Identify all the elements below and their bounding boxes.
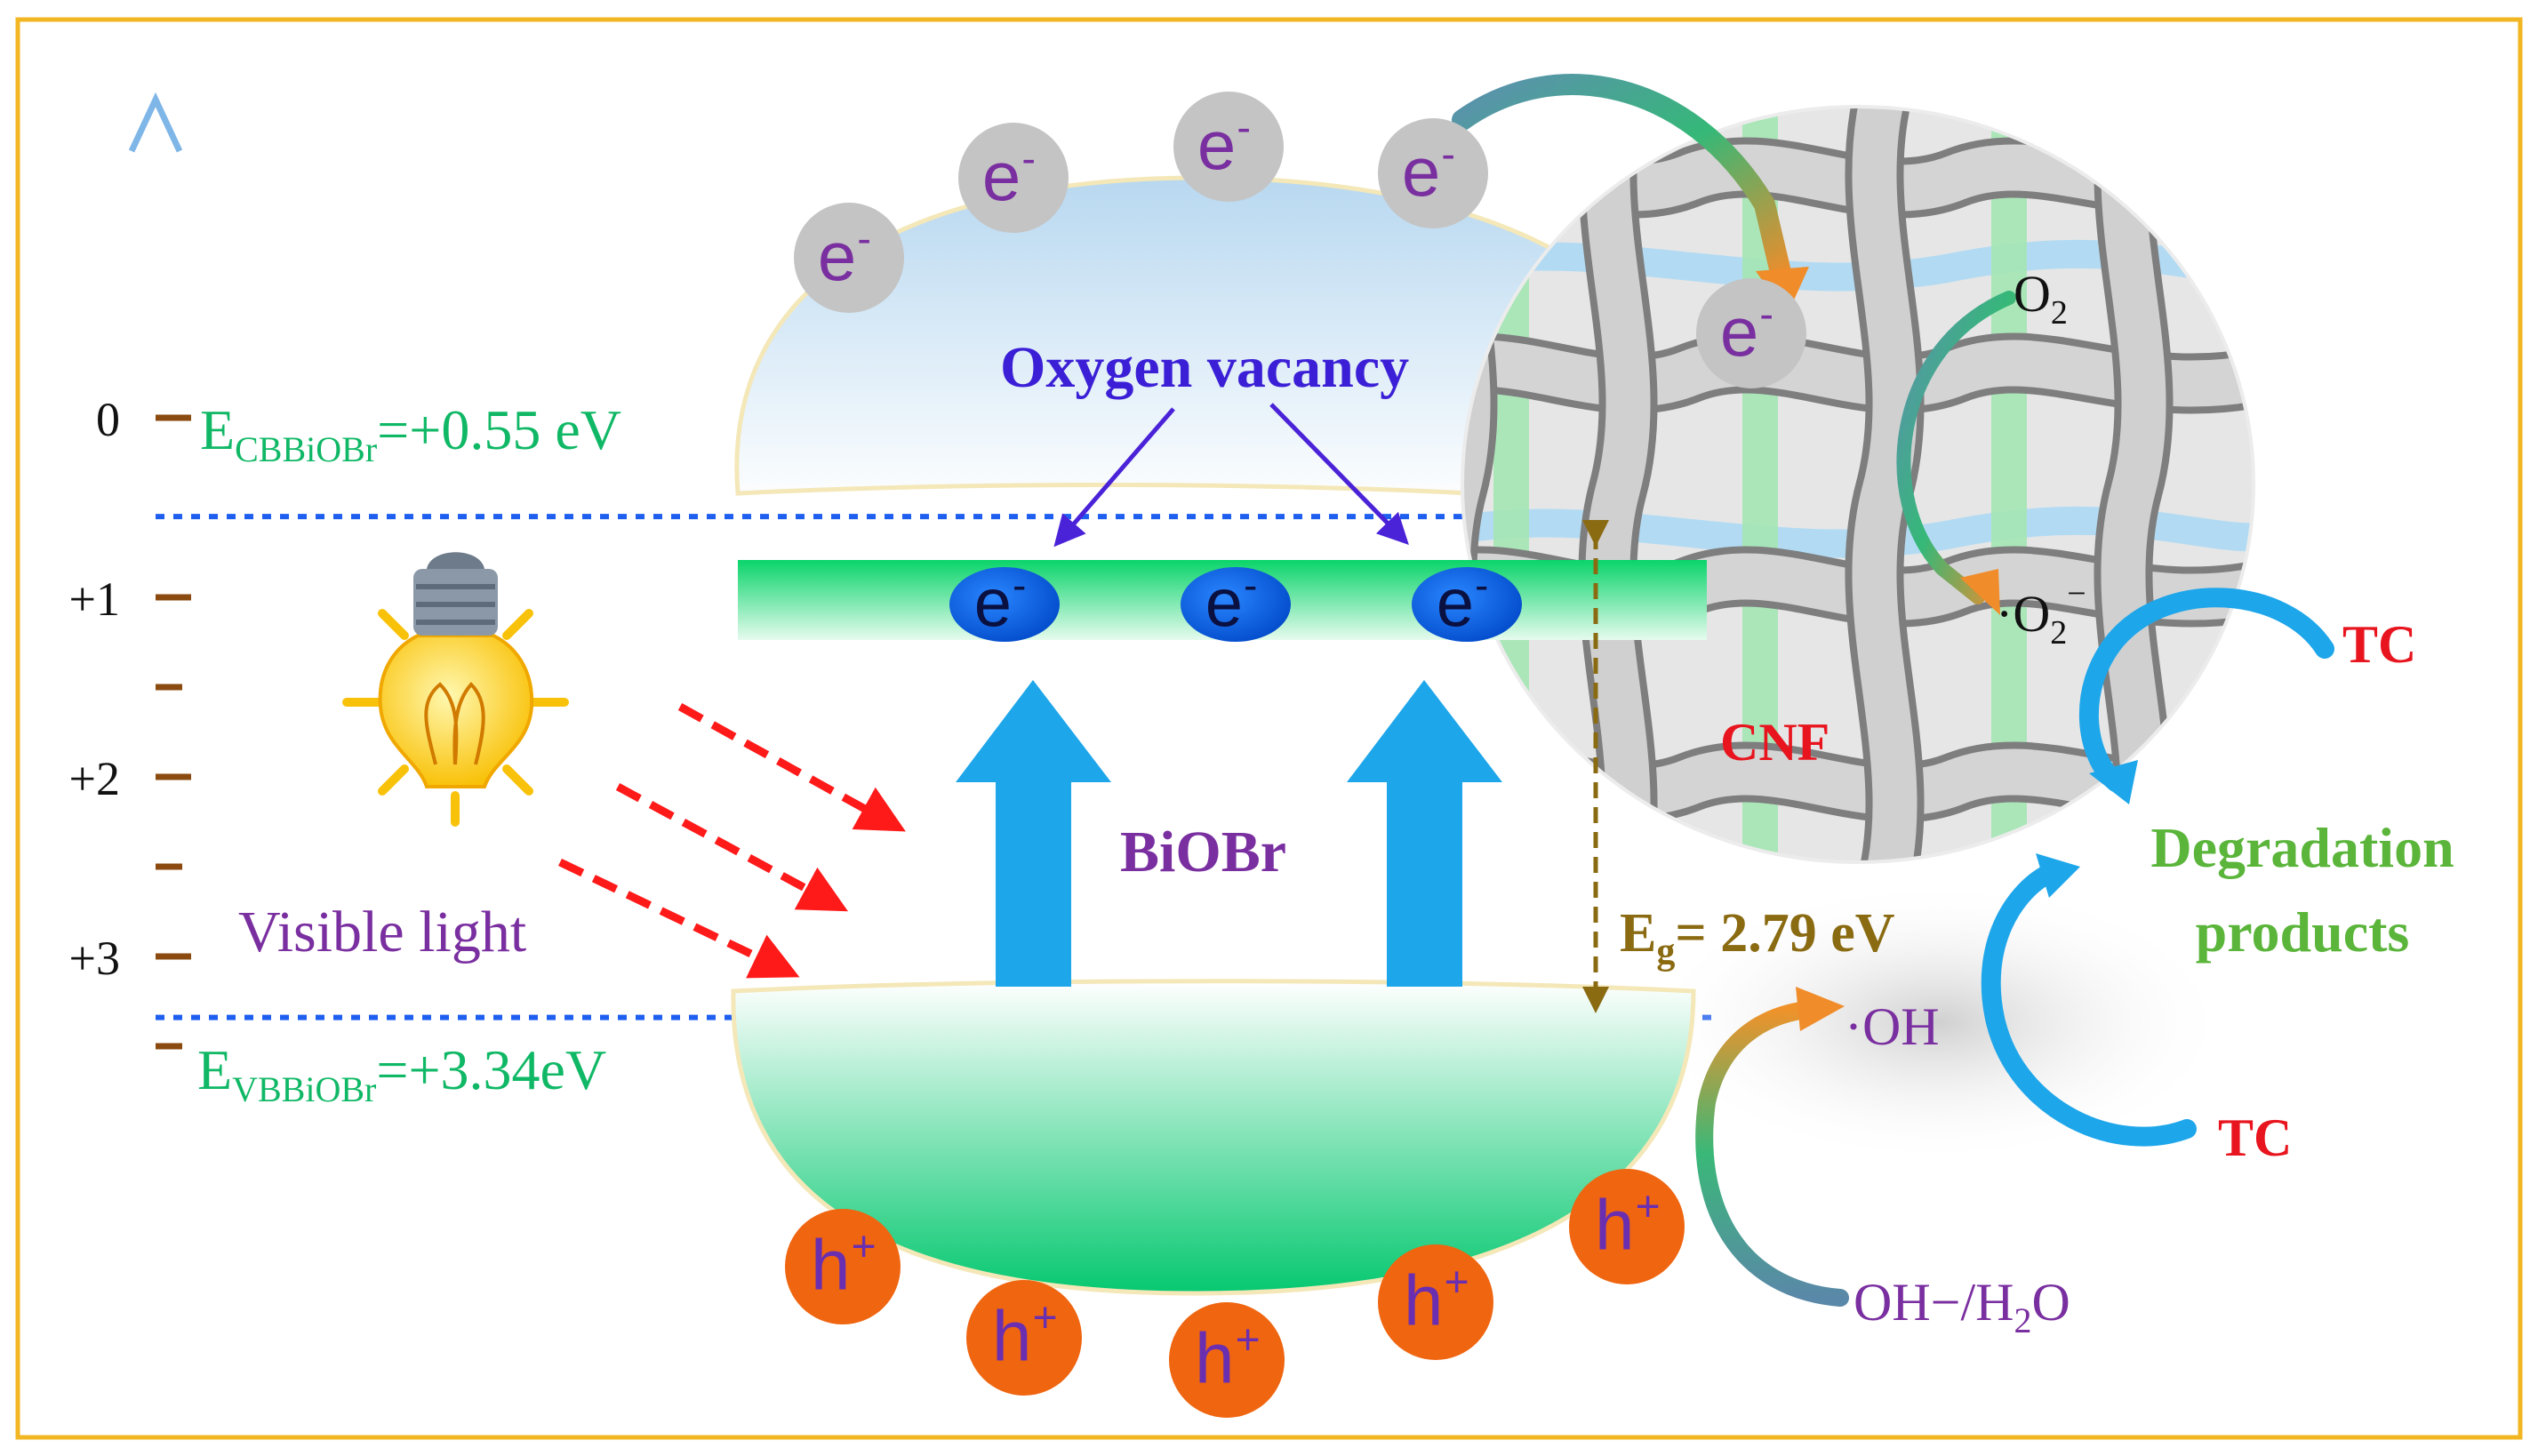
electron-blue: e- [1181, 563, 1291, 642]
o2-reduction-arrow [1896, 291, 2016, 604]
o2-label: O2 [2014, 265, 2068, 332]
svg-text:+: + [1445, 1260, 1469, 1307]
svg-text:+: + [1636, 1184, 1661, 1231]
svg-text:-: - [1021, 135, 1036, 181]
electron-gray: e- [1173, 92, 1284, 202]
excitation-arrows [956, 680, 1502, 987]
superoxide-label: ·O2− [1996, 575, 2086, 652]
cb-energy-label: ECBBiOBr=+0.55 eV [200, 398, 621, 469]
electron-gray: e- [1378, 118, 1488, 228]
svg-text:+: + [1236, 1317, 1261, 1364]
o2-reduction-arrowhead [1960, 569, 2000, 615]
svg-text:-: - [1475, 563, 1488, 608]
svg-text:h: h [1195, 1319, 1235, 1398]
svg-text:e: e [1205, 565, 1243, 641]
hole: h+ [1169, 1302, 1285, 1418]
excitation-arrow-right [1347, 680, 1502, 987]
svg-text:e: e [982, 137, 1021, 215]
vb-energy-label: EVBBiOBr=+3.34eV [197, 1038, 606, 1109]
electron-blue: e- [949, 563, 1060, 642]
tc-degradation-arrows [1981, 588, 2334, 1147]
svg-text:e: e [1402, 132, 1440, 211]
electrons-surface: e-e-e-e-e- [794, 92, 1806, 388]
svg-text:-: - [1244, 563, 1257, 608]
svg-text:-: - [1013, 563, 1026, 608]
svg-text:e: e [818, 217, 856, 295]
oh-water-label: OH−/H2O [1853, 1273, 2070, 1340]
svg-text:-: - [857, 215, 871, 261]
hole: h+ [1569, 1169, 1685, 1284]
light-bulb-icon [342, 552, 569, 827]
vacancy-pointer-left [1053, 407, 1175, 548]
svg-text:h: h [1404, 1261, 1444, 1340]
svg-text:e: e [1197, 106, 1236, 184]
svg-text:e: e [1720, 292, 1758, 371]
band-gap-label: Eg= 2.79 eV [1620, 903, 1895, 972]
svg-text:-: - [1759, 291, 1773, 337]
biobr-label: BiOBr [1120, 820, 1286, 884]
axis-tick-label: +1 [69, 572, 120, 626]
excitation-arrow-left [956, 680, 1111, 987]
axis-arrowhead [128, 92, 183, 153]
svg-text:h: h [811, 1226, 851, 1305]
shadow [1645, 880, 2231, 1164]
axis-tick-label: +3 [69, 932, 120, 985]
svg-text:h: h [1595, 1186, 1635, 1265]
cnf-label: CNF [1720, 713, 1829, 772]
frame-border [15, 17, 2523, 1440]
oxygen-vacancy-label: Oxygen vacancy [1000, 335, 1409, 400]
svg-text:e: e [974, 565, 1012, 641]
hydroxyl-radical-label: ·OH [1845, 997, 1940, 1056]
visible-light-label: Visible light [238, 900, 526, 964]
svg-text:+: + [1033, 1295, 1058, 1342]
hole: h+ [1378, 1244, 1493, 1360]
electron-gray: e- [1696, 278, 1806, 388]
electron-gray: e- [794, 203, 904, 313]
vacancy-pointer-right [1269, 403, 1409, 545]
tc-bottom-label: TC [2218, 1108, 2292, 1167]
svg-text:+: + [852, 1224, 877, 1271]
svg-text:-: - [1237, 104, 1251, 150]
electron-transfer-arrow [1452, 74, 1793, 291]
degradation-label-line2: products [2196, 900, 2410, 964]
axis-tick-label: 0 [96, 393, 120, 446]
tc-top-label: TC [2342, 615, 2416, 674]
energy-axis: 0 +1 +2 +3 [69, 92, 191, 1342]
electrons-vacancy-level: e-e-e- [949, 563, 1522, 642]
light-rays [558, 703, 906, 979]
svg-text:e: e [1437, 565, 1474, 641]
hydroxyl-oxidation-arrowhead [1796, 987, 1845, 1031]
electron-gray: e- [958, 123, 1069, 233]
hole: h+ [966, 1280, 1082, 1396]
holes-surface: h+h+h+h+h+ [785, 1169, 1685, 1418]
hydroxyl-oxidation-arrow [1695, 1000, 1849, 1307]
axis-tick-label: +2 [69, 752, 120, 805]
degradation-label-line1: Degradation [2150, 816, 2454, 879]
svg-text:h: h [992, 1297, 1032, 1376]
svg-text:-: - [1441, 131, 1455, 177]
hole: h+ [785, 1209, 901, 1324]
electron-blue: e- [1412, 563, 1522, 642]
cnf-fibre-network [1461, 105, 2255, 864]
